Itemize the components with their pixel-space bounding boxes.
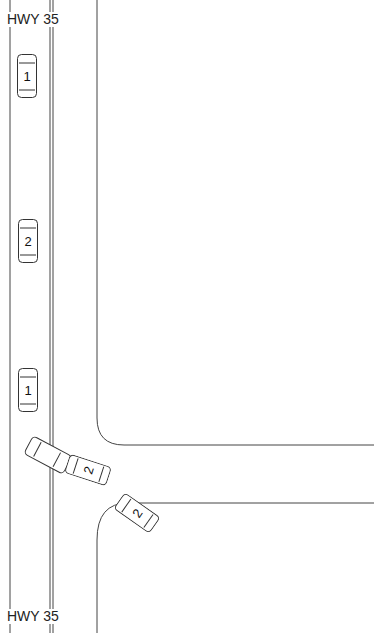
vehicle: 2 <box>64 454 112 487</box>
road-edge <box>10 0 11 633</box>
vehicle: 2 <box>18 219 38 263</box>
vehicle: 1 <box>18 368 38 412</box>
road-name: HWY 35 <box>6 12 60 27</box>
vehicle-number: 1 <box>22 70 31 83</box>
center-line <box>53 0 54 633</box>
vehicle-number: 1 <box>23 384 32 397</box>
vehicle: 1 <box>17 54 37 98</box>
road-name: HWY 35 <box>6 609 60 624</box>
road-edge <box>97 0 374 445</box>
vehicle: 2 <box>113 492 161 534</box>
vehicle-number: 2 <box>23 235 32 248</box>
vehicle-outline <box>24 436 72 474</box>
center-line <box>50 0 51 633</box>
